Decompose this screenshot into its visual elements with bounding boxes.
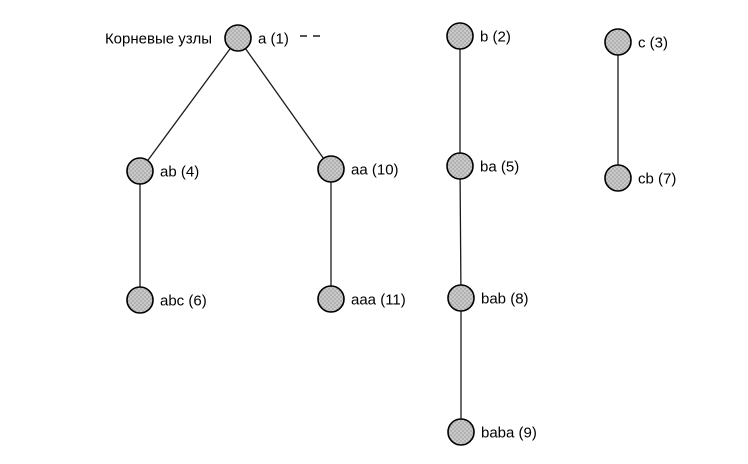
node-label-b: b (2) xyxy=(480,28,511,45)
tree-node-aa xyxy=(317,155,345,183)
tree-node-cb xyxy=(604,164,632,192)
node-label-abc: abc (6) xyxy=(160,292,207,309)
tree-node-ba xyxy=(446,152,474,180)
node-label-aa: aa (10) xyxy=(351,161,399,178)
tree-edge-a-ab xyxy=(139,37,239,172)
tree-node-aaa xyxy=(317,285,345,313)
tree-node-c xyxy=(604,28,632,56)
node-label-ba: ba (5) xyxy=(480,158,519,175)
node-label-aaa: aaa (11) xyxy=(351,291,406,308)
node-label-ab: ab (4) xyxy=(160,163,199,180)
edges-layer xyxy=(139,35,619,432)
nodes-layer xyxy=(126,22,632,446)
tree-node-baba xyxy=(447,418,475,446)
node-label-cb: cb (7) xyxy=(638,170,676,187)
tree-edge-ba-bab xyxy=(459,165,462,299)
node-label-c: c (3) xyxy=(638,34,668,51)
node-label-baba: baba (9) xyxy=(481,424,537,441)
labels-layer: a (1) ab (4) aa (10) abc (6) aaa (11) b (2) ba… xyxy=(105,28,676,441)
tree-node-abc xyxy=(126,286,154,314)
tree-node-ab xyxy=(126,157,154,185)
tree-edge-a-aa xyxy=(237,37,332,170)
tree-node-bab xyxy=(447,284,475,312)
node-label-a: a (1) xyxy=(258,30,289,47)
tree-node-a xyxy=(224,24,252,52)
root-nodes-caption: Корневые узлы xyxy=(105,30,212,47)
node-label-bab: bab (8) xyxy=(481,290,529,307)
tree-node-b xyxy=(446,22,474,50)
